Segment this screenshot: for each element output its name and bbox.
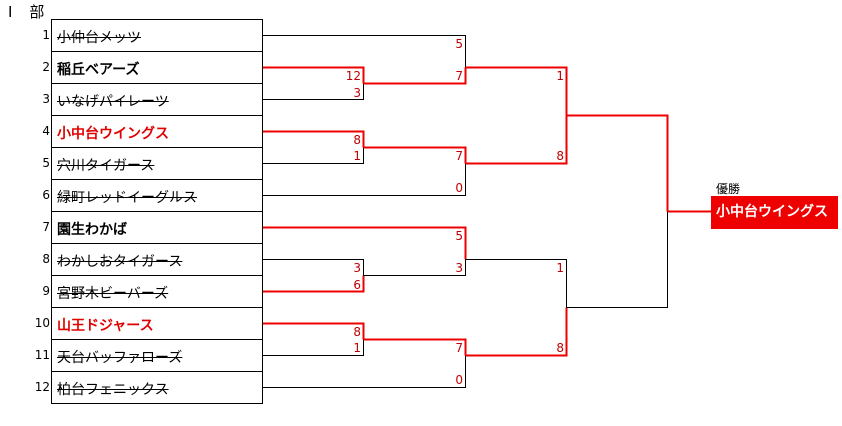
team-cell: 天台バッファローズ [51,339,263,371]
bracket-line [263,147,364,164]
score: 8 [556,149,564,163]
seed-number: 9 [42,284,50,298]
team-name: わかしおタイガース [57,254,183,270]
score: 3 [455,261,463,275]
team-name: 小中台ウイングス [57,126,169,142]
seed-number: 2 [42,60,50,74]
score: 6 [353,278,361,292]
team-cell: 小中台ウイングス [51,115,263,147]
score: 5 [455,229,463,243]
seed-number: 7 [42,220,50,234]
score: 0 [455,373,463,387]
bracket-line [263,339,364,356]
score: 8 [353,325,361,339]
bracket-line [363,259,466,276]
score: 7 [455,149,463,163]
bracket-line [566,114,669,212]
seed-number: 11 [34,348,50,362]
bracket-line [263,355,466,388]
score: 7 [455,69,463,83]
bracket-line [263,322,365,340]
team-name: 緑町レッドイーグルス [57,190,197,206]
team-cell: 柏台フェニックス [51,371,263,404]
score: 3 [353,261,361,275]
team-cell: 緑町レッドイーグルス [51,179,263,211]
bracket-line [263,259,364,276]
team-cell: 稲丘ベアーズ [51,51,263,83]
seed-number: 4 [42,124,50,138]
bracket-line [263,275,365,293]
team-name: 園生わかば [57,222,127,238]
bracket-line [465,66,568,116]
bracket-line [465,307,568,357]
seed-number: 3 [42,92,50,106]
bracket-line [363,67,467,85]
team-cell: 山王ドジャース [51,307,263,339]
score: 3 [353,86,361,100]
division-title: Ⅰ 部 [8,3,46,21]
seed-number: 1 [42,28,50,42]
bracket-line [263,83,364,100]
team-name: 柏台フェニックス [57,382,169,398]
bracket-line [465,259,567,308]
bracket-line [465,115,568,165]
seed-number: 12 [34,380,50,394]
bracket-line [566,211,668,308]
team-name: 山王ドジャース [57,318,154,334]
score: 5 [455,37,463,51]
seed-number: 10 [34,316,50,330]
score: 0 [455,181,463,195]
team-name: 天台バッファローズ [57,350,183,366]
score: 1 [556,261,564,275]
team-name: 穴川タイガース [57,158,155,174]
bracket-line [363,146,467,164]
bracket-line [263,130,365,148]
score: 1 [556,69,564,83]
champion-label: 優勝 [716,182,741,196]
bracket-line [263,35,466,68]
team-name: 小仲台メッツ [57,30,141,46]
seed-number: 8 [42,252,50,266]
team-name: 稲丘ベアーズ [57,62,140,78]
team-name: いなげパイレーツ [57,94,169,110]
bracket-line [363,338,467,356]
team-cell: わかしおタイガース [51,243,263,275]
bracket-line [263,226,467,260]
bracket-line [263,66,365,84]
team-cell: いなげパイレーツ [51,83,263,115]
team-cell: 宮野木ビーバーズ [51,275,263,307]
score: 1 [353,149,361,163]
score: 12 [345,69,361,83]
score: 7 [455,341,463,355]
seed-number: 5 [42,156,50,170]
seed-number: 6 [42,188,50,202]
score: 8 [556,341,564,355]
champion-box: 小中台ウイングス [711,196,838,229]
team-name: 宮野木ビーバーズ [57,286,169,302]
bracket-line [263,163,466,196]
score: 1 [353,341,361,355]
team-cell: 穴川タイガース [51,147,263,179]
team-cell: 小仲台メッツ [51,19,263,51]
score: 8 [353,133,361,147]
team-cell: 園生わかば [51,211,263,243]
